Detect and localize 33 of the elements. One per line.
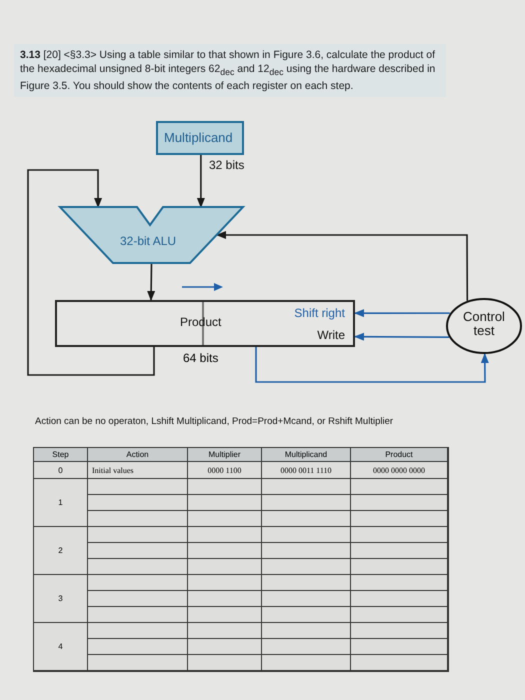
arrow — [255, 347, 489, 383]
register-box — [156, 121, 244, 155]
column-header: Multiplier — [188, 448, 262, 462]
column-header: Product — [351, 448, 448, 462]
step-number: 3 — [34, 575, 88, 623]
step-number: 1 — [34, 479, 88, 527]
table-cell: 0 — [34, 462, 88, 479]
column-header: Action — [88, 448, 188, 462]
step-number: 2 — [34, 527, 88, 575]
arrow — [354, 332, 450, 341]
note-text: Action can be no operaton, Lshift Multiplicand, Prod=Prod+Mcand, or Rshift Multiplier — [35, 416, 394, 427]
arrow — [147, 262, 156, 301]
register-label: Multiplicand — [164, 131, 233, 146]
arrow — [196, 155, 205, 208]
column-header: Step — [34, 448, 88, 462]
control-label: Control test — [462, 310, 506, 339]
register-label: Write — [317, 329, 345, 342]
problem-text: 3.13 [20] <§3.3> Using a table similar to that shown in Figure 3.6, calculate the product of the hexadecimal unsigned 8-bit integers 62$_{dec}$ and 12$_{dec}$ using the hardware described in Figure 3.5. You should show the contents of each register on each step. — [14, 44, 446, 98]
step-number: 4 — [34, 623, 88, 671]
arrow — [216, 231, 468, 301]
arrow — [27, 169, 155, 376]
alu-label: 32-bit ALU — [120, 235, 176, 248]
table-cell: Initial values — [88, 462, 188, 479]
register-label: Product — [180, 316, 222, 330]
table-cell: 0000 1100 — [188, 462, 262, 479]
edge-label: 32 bits — [208, 158, 246, 172]
register-box — [55, 300, 355, 347]
width-label: 64 bits — [183, 351, 218, 365]
arrow — [354, 309, 450, 318]
table-cell: 0000 0011 1110 — [262, 462, 351, 479]
register-label: Shift right — [294, 307, 345, 320]
table-cell: 0000 0000 0000 — [351, 462, 448, 479]
column-header: Multiplicand — [262, 448, 351, 462]
